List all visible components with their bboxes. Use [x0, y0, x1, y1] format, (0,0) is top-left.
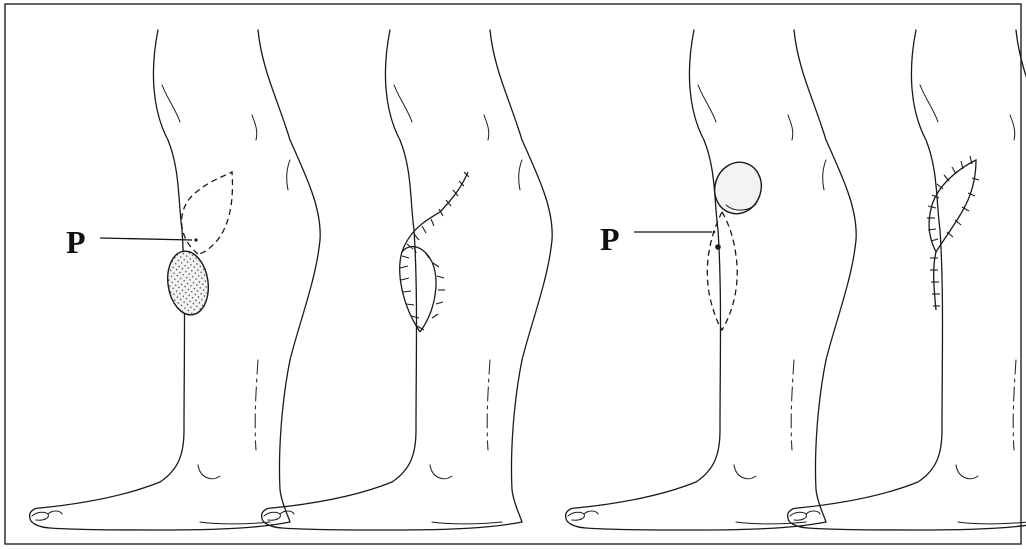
leg-panel-3 — [566, 30, 857, 530]
leg-panel-2 — [262, 30, 553, 530]
label-p-1: P — [66, 224, 86, 260]
figure-frame — [5, 4, 1021, 544]
suture-line-2 — [400, 172, 469, 332]
pivot-point-3 — [715, 244, 721, 250]
label-p-3: P — [600, 221, 620, 257]
pivot-point-1 — [194, 238, 197, 241]
flap-outline-dashed-1 — [182, 172, 233, 254]
leg-panel-4 — [788, 30, 1026, 530]
flap-outline-dashed-3 — [707, 212, 737, 330]
pointer-line-1 — [100, 238, 192, 240]
